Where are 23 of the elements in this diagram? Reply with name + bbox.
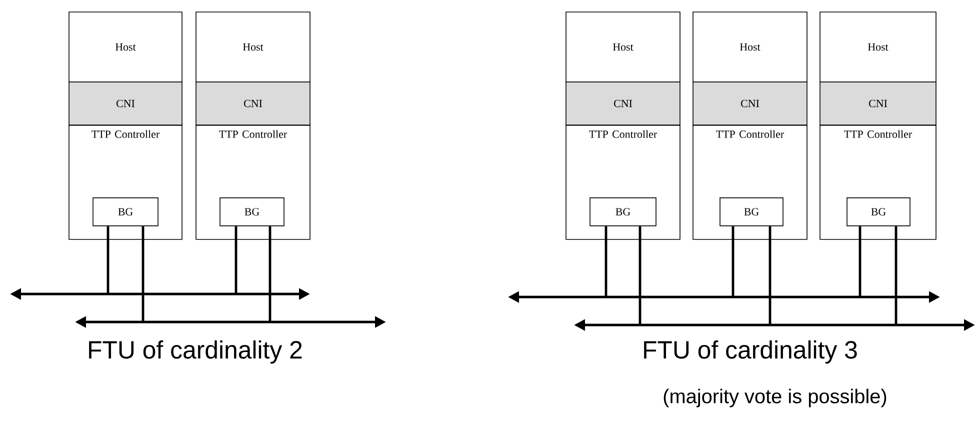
bg-box: BG — [220, 197, 284, 226]
connector-line — [768, 226, 772, 325]
bg-box: BG — [590, 197, 656, 226]
cni-box: CNI — [692, 82, 808, 126]
cni-box: CNI — [68, 82, 182, 126]
connector-line — [638, 226, 642, 325]
caption-text: FTU of cardinality 3 — [644, 340, 857, 364]
cni-box: CNI — [566, 82, 680, 126]
connector-line — [142, 226, 144, 322]
bg-box: BG — [92, 197, 158, 226]
connector-line — [858, 226, 862, 297]
cni-box: CNI — [196, 82, 310, 126]
connector-line — [604, 226, 608, 297]
connector-line — [268, 226, 272, 322]
connector-line — [732, 226, 734, 297]
caption-text: FTU of cardinality 2 — [89, 340, 302, 364]
connector-line — [106, 226, 110, 294]
bg-box: BG — [846, 197, 910, 226]
connector-line — [894, 226, 898, 325]
connector-line — [234, 226, 238, 294]
cni-box: CNI — [820, 82, 936, 126]
bg-box: BG — [720, 197, 784, 226]
caption-text: (majority vote is possible) — [664, 388, 886, 408]
